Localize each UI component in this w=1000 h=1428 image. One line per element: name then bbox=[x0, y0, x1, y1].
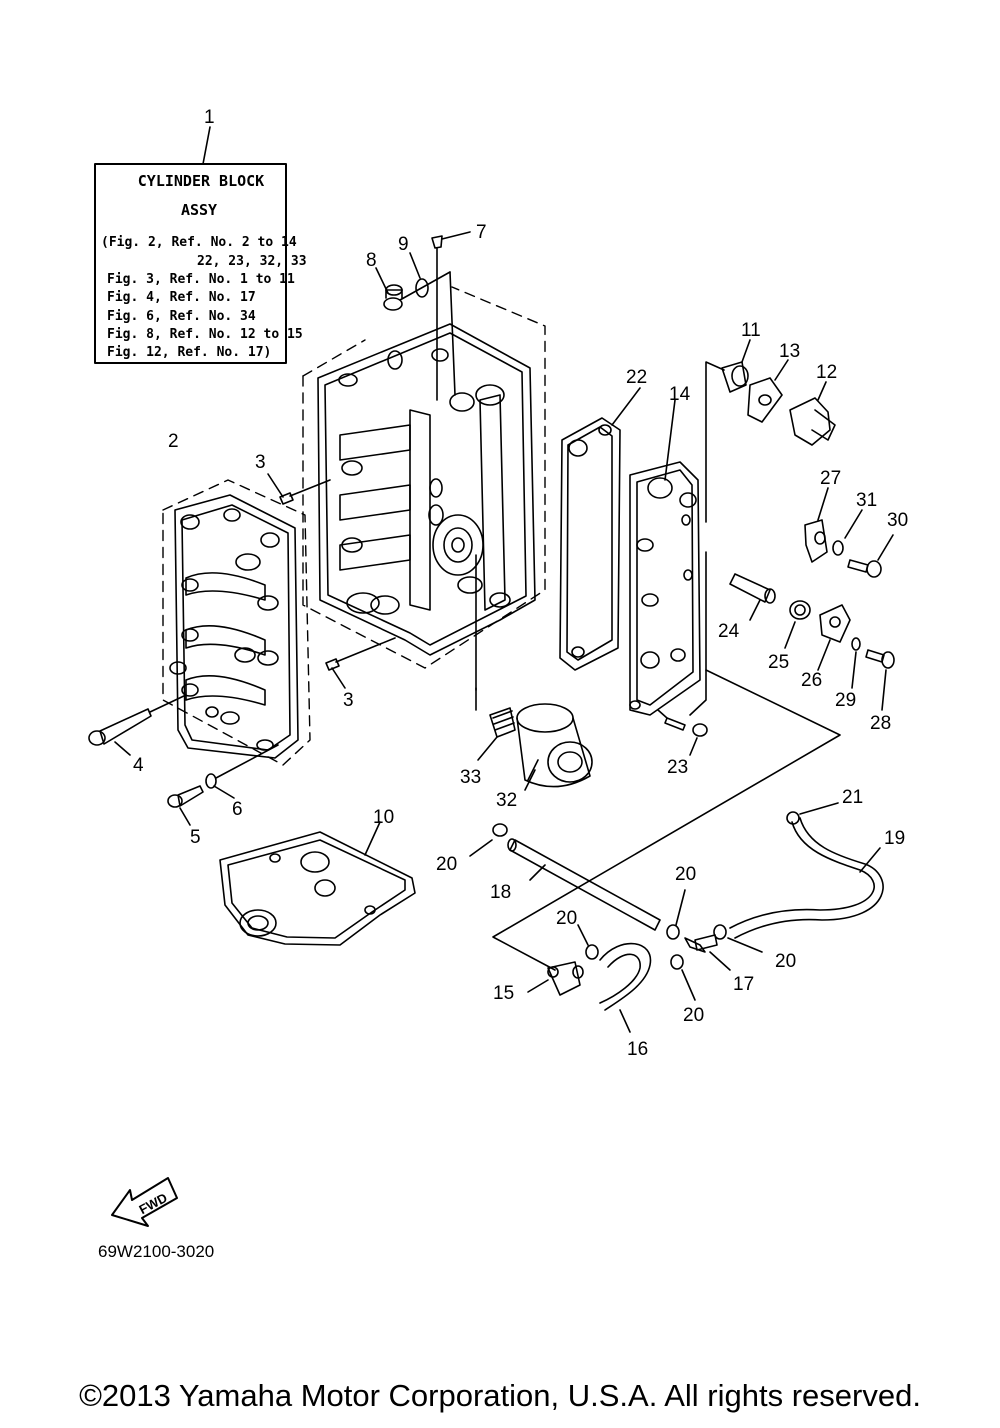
cylinder-head bbox=[169, 494, 299, 759]
callout-2: 2 bbox=[168, 431, 179, 452]
curved-hose bbox=[599, 942, 652, 1033]
callout-6: 6 bbox=[232, 799, 243, 820]
info-box-title: CYLINDER BLOCK bbox=[138, 172, 264, 190]
cover-washer bbox=[851, 637, 861, 689]
callout-18: 18 bbox=[490, 882, 511, 903]
oil-filter bbox=[516, 703, 593, 791]
assembly-line bbox=[492, 669, 841, 971]
callout-3: 3 bbox=[343, 690, 354, 711]
callout-1: 1 bbox=[204, 107, 215, 128]
hose-clamp bbox=[713, 924, 763, 953]
straight-hose bbox=[507, 838, 661, 931]
hose-clamp bbox=[670, 954, 696, 1001]
plate-bolt bbox=[847, 534, 894, 578]
info-box-line: Fig. 8, Ref. No. 12 to 15 bbox=[107, 327, 303, 342]
callout-15: 15 bbox=[493, 983, 514, 1004]
callout-20: 20 bbox=[556, 908, 577, 929]
info-box-line: Fig. 4, Ref. No. 17 bbox=[107, 290, 256, 305]
callout-33: 33 bbox=[460, 767, 481, 788]
cover-bolt-28 bbox=[865, 649, 895, 711]
drawing-number: 69W2100-3020 bbox=[98, 1242, 215, 1261]
info-box-line: Fig. 6, Ref. No. 34 bbox=[107, 309, 256, 324]
callout-25: 25 bbox=[768, 652, 789, 673]
drain-plug bbox=[375, 267, 456, 396]
info-box-subtitle: ASSY bbox=[181, 201, 217, 219]
plate-washer bbox=[832, 509, 863, 556]
callout-8: 8 bbox=[366, 250, 377, 271]
hose-clip bbox=[786, 802, 839, 825]
exhaust-cover-gasket bbox=[559, 387, 641, 671]
callout-20: 20 bbox=[775, 951, 796, 972]
callout-24: 24 bbox=[718, 621, 740, 642]
callout-5: 5 bbox=[190, 827, 201, 848]
callout-31: 31 bbox=[856, 490, 877, 511]
assembly-info-box bbox=[94, 126, 287, 364]
thermostat bbox=[721, 339, 751, 393]
dowel-pin-upper bbox=[267, 473, 331, 505]
info-box-text: CYLINDER BLOCK ASSY (Fig. 2, Ref. No. 2 … bbox=[101, 172, 307, 360]
callout-20: 20 bbox=[683, 1005, 704, 1026]
water-fitting bbox=[684, 934, 731, 971]
callout-10: 10 bbox=[373, 807, 394, 828]
callout-23: 23 bbox=[667, 757, 688, 778]
callout-16: 16 bbox=[627, 1039, 648, 1060]
callout-11: 11 bbox=[741, 320, 761, 341]
callout-26: 26 bbox=[801, 670, 822, 691]
lower-gasket bbox=[219, 821, 416, 946]
bracket-plate bbox=[804, 487, 829, 563]
callout-7: 7 bbox=[476, 222, 487, 243]
forward-arrow-icon bbox=[111, 1177, 178, 1227]
callout-19: 19 bbox=[884, 828, 905, 849]
thermostat-cover bbox=[789, 381, 836, 446]
small-plug bbox=[431, 231, 471, 401]
callout-13: 13 bbox=[779, 341, 800, 362]
info-box-line: Fig. 12, Ref. No. 17) bbox=[107, 345, 271, 360]
callout-28: 28 bbox=[870, 713, 891, 734]
oil-filter-fitting bbox=[475, 554, 516, 761]
callout-29: 29 bbox=[835, 690, 856, 711]
callout-4: 4 bbox=[133, 755, 144, 776]
callout-20: 20 bbox=[436, 854, 457, 875]
callout-21: 21 bbox=[842, 787, 863, 808]
callout-27: 27 bbox=[820, 468, 841, 489]
callout-22: 22 bbox=[626, 367, 647, 388]
info-box-line: 22, 23, 32, 33 bbox=[197, 254, 307, 269]
info-box-line: (Fig. 2, Ref. No. 2 to 14 bbox=[101, 235, 297, 250]
info-box-line: Fig. 3, Ref. No. 1 to 11 bbox=[107, 272, 295, 287]
grommet bbox=[784, 600, 811, 649]
assembly-outline-lines bbox=[162, 286, 546, 766]
anode-cover bbox=[817, 604, 851, 671]
long-hose bbox=[729, 817, 884, 939]
callout-3: 3 bbox=[255, 452, 266, 473]
hose-clamp bbox=[469, 823, 508, 857]
hose-clamp bbox=[577, 924, 599, 960]
callout-32: 32 bbox=[496, 790, 517, 811]
callout-labels: 1 2 3 3 4 5 6 7 8 9 10 11 12 13 14 15 16… bbox=[133, 107, 908, 1060]
callout-9: 9 bbox=[398, 234, 409, 255]
exhaust-cover bbox=[629, 361, 725, 716]
thermostat-gasket bbox=[747, 359, 789, 423]
head-bolt bbox=[88, 694, 187, 756]
callout-14: 14 bbox=[669, 384, 691, 405]
callout-17: 17 bbox=[733, 974, 754, 995]
cover-bolt bbox=[657, 709, 708, 756]
callout-20: 20 bbox=[675, 864, 696, 885]
cylinder-block bbox=[317, 323, 536, 656]
hose-clamp bbox=[666, 889, 686, 940]
callout-12: 12 bbox=[816, 362, 837, 383]
bolt-with-washer bbox=[167, 744, 279, 826]
hose-joint bbox=[527, 961, 584, 996]
dowel-pin-lower bbox=[325, 637, 396, 689]
anode bbox=[729, 573, 776, 621]
copyright-notice: ©2013 Yamaha Motor Corporation, U.S.A. A… bbox=[79, 1378, 921, 1413]
plug-washer bbox=[409, 252, 429, 298]
callout-30: 30 bbox=[887, 510, 908, 531]
